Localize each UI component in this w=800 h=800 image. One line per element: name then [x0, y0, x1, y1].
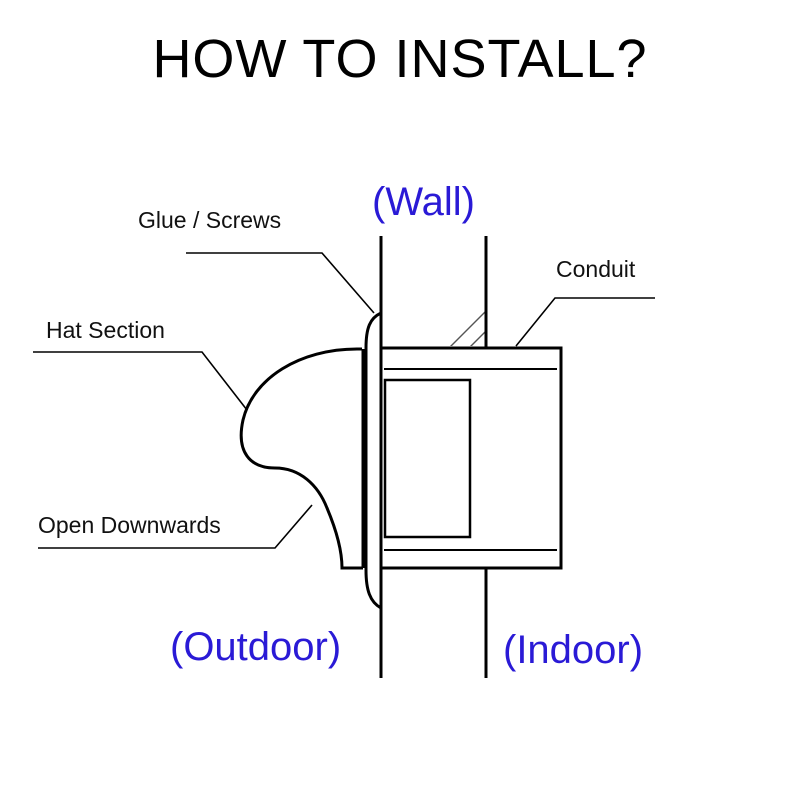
hat-section-outline — [239, 347, 363, 570]
wall-label: (Wall) — [372, 180, 475, 224]
hat-leader-line — [33, 351, 248, 411]
hatch-line — [772, 559, 800, 687]
hatch-line — [761, 228, 800, 356]
open-downwards-label: Open Downwards — [38, 512, 221, 538]
hatch-line — [721, 228, 800, 356]
conduit-leader-line — [515, 297, 655, 347]
glue-leader-line — [186, 252, 375, 314]
hatch-line — [681, 228, 800, 356]
hatch-line — [641, 228, 769, 356]
conduit-core — [383, 378, 472, 539]
hatch-line — [541, 228, 669, 356]
conduit-label: Conduit — [556, 256, 636, 282]
hatch-line — [621, 228, 749, 356]
open-leader-line — [38, 504, 313, 549]
page-title: HOW TO INSTALL? — [152, 29, 648, 89]
hatch-line — [601, 228, 729, 356]
hatch-line — [792, 559, 800, 687]
hatch-line — [701, 228, 800, 356]
hatch-line — [481, 228, 609, 356]
hatch-line — [450, 310, 486, 346]
hatch-line — [501, 228, 629, 356]
hatch-line — [521, 228, 649, 356]
hatch-line — [561, 228, 689, 356]
outdoor-label: (Outdoor) — [170, 625, 342, 669]
hatch-line — [581, 228, 709, 356]
hatch-line — [741, 228, 800, 356]
hatch-line — [661, 228, 789, 356]
indoor-label: (Indoor) — [503, 628, 644, 672]
hatch-line — [470, 330, 486, 346]
wall-hatch-upper — [450, 228, 800, 356]
glue-screws-label: Glue / Screws — [138, 207, 282, 233]
wall-hatch-lower — [772, 559, 800, 687]
flange-plate — [361, 311, 382, 610]
hat-section-label: Hat Section — [46, 317, 165, 343]
